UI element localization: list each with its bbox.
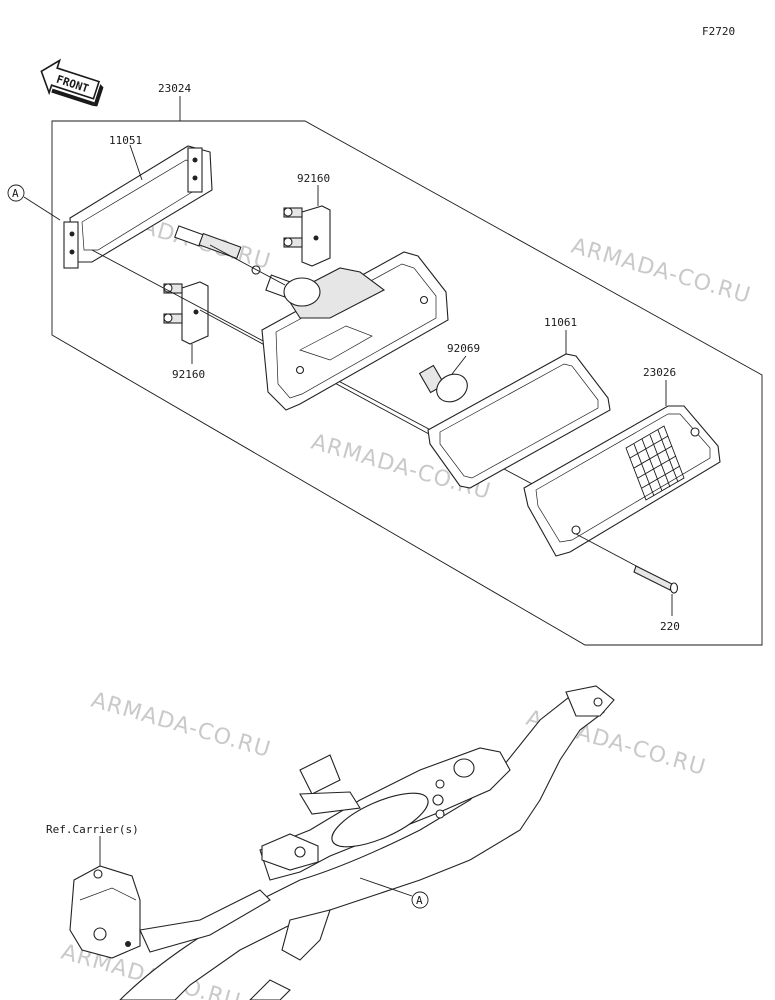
lens-part [523,405,721,557]
fastener-upper-part [283,205,331,267]
part-label-11051: 11051 [109,134,142,147]
reference-marker-top [7,184,25,202]
part-label-11061: 11061 [544,316,577,329]
lamp-housing-part [261,251,449,411]
assembly-outline [51,120,763,646]
part-label-220: 220 [660,620,680,633]
part-label-92160-lower: 92160 [172,368,205,381]
lens-grid-icon [625,425,685,501]
part-label-92069: 92069 [447,342,480,355]
ref-carrier-label: Ref.Carrier(s) [46,823,139,836]
diagram-code: F2720 [702,25,735,38]
part-label-23024: 23024 [158,82,191,95]
fastener-lower-part [163,281,209,345]
reference-marker-label: A [416,894,423,907]
watermark: ARMADA-CO.RU [568,234,753,309]
bulb-part [418,364,468,403]
license-bracket-part [63,145,213,269]
carrier-frame-part [69,685,615,1000]
front-arrow-icon: FRONT [40,58,104,107]
reference-marker-bottom [411,891,429,909]
socket-wire-part [174,225,291,298]
gasket-part [427,353,611,489]
screw-part [633,565,679,594]
part-label-92160-upper: 92160 [297,172,330,185]
watermark: ARMADA-CO.RU [88,688,273,763]
reference-marker-label: A [12,187,19,200]
part-label-23026: 23026 [643,366,676,379]
